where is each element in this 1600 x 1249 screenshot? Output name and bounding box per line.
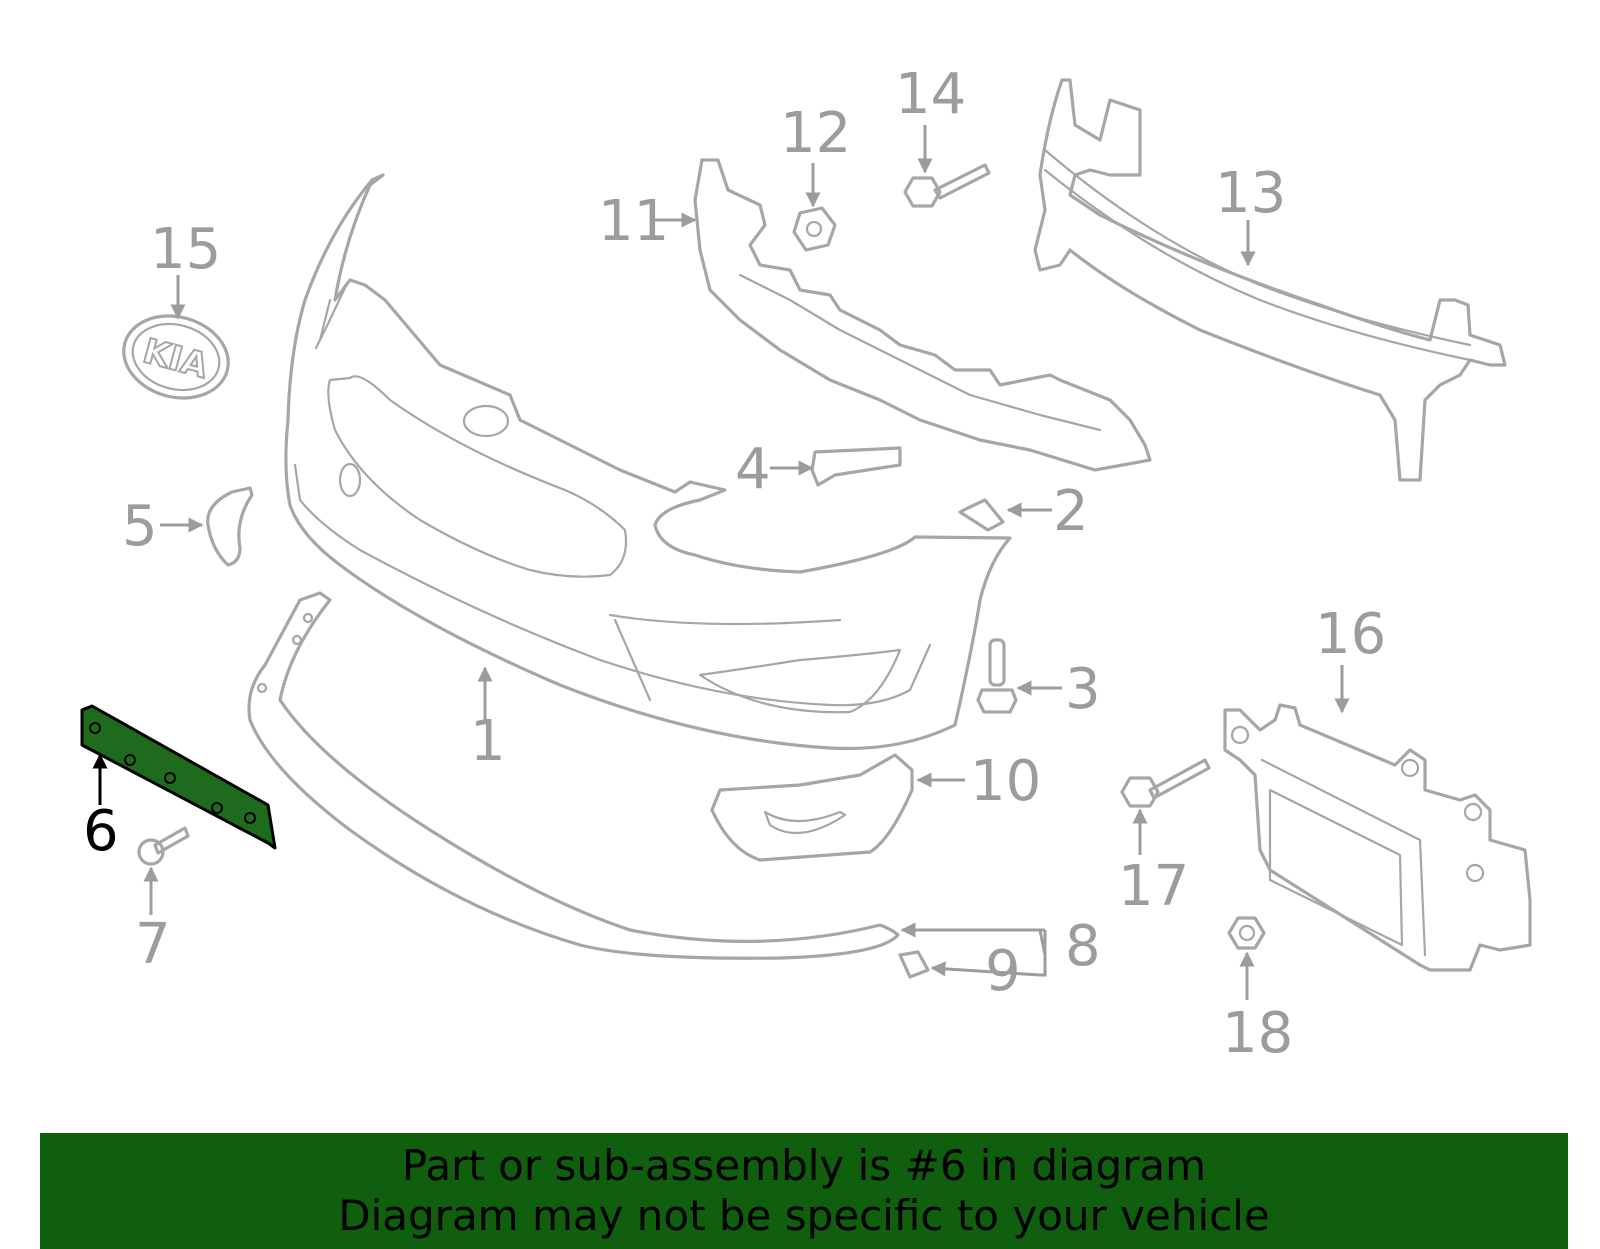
callout-17[interactable]: 17	[1118, 854, 1189, 919]
callout-7[interactable]: 7	[135, 912, 171, 977]
callout-3[interactable]: 3	[1065, 657, 1101, 722]
callout-4[interactable]: 4	[735, 437, 771, 502]
part-12-nut[interactable]	[792, 206, 837, 252]
emblem-text: KIA	[139, 331, 213, 387]
callout-5[interactable]: 5	[122, 494, 158, 559]
part-13-reinforcement-beam[interactable]	[1033, 78, 1507, 482]
callout-2[interactable]: 2	[1053, 479, 1089, 544]
callout-labels: 1 2 3 4 5 6 7 8 9 10 11 12 13 14 15 16 1…	[83, 62, 1386, 1066]
callout-14[interactable]: 14	[895, 62, 966, 127]
leader-lines	[92, 125, 1350, 1000]
part-14-bolt[interactable]	[903, 163, 991, 208]
part-18-nut[interactable]	[1227, 916, 1266, 950]
part-3-bolt[interactable]	[976, 638, 1018, 714]
part-8-lower-lip[interactable]	[247, 591, 900, 960]
callout-10[interactable]: 10	[970, 749, 1041, 814]
part-15-emblem[interactable]: KIA	[114, 305, 237, 410]
callout-11[interactable]: 11	[598, 189, 669, 254]
part-17-bolt[interactable]	[1120, 758, 1211, 808]
part-2-clip[interactable]	[958, 498, 1005, 532]
callout-8[interactable]: 8	[1065, 914, 1101, 979]
part-6-reinforcement-highlighted[interactable]	[80, 704, 277, 850]
callout-6[interactable]: 6	[83, 799, 119, 864]
part-1-bumper-cover[interactable]	[284, 173, 1012, 751]
callout-15[interactable]: 15	[150, 217, 221, 282]
leader-9	[930, 961, 1041, 977]
banner-line-1: Part or sub-assembly is #6 in diagram	[401, 1141, 1207, 1190]
part-10-fog-bezel[interactable]	[710, 753, 914, 862]
callout-16[interactable]: 16	[1315, 602, 1386, 667]
banner-line-2: Diagram may not be specific to your vehi…	[338, 1191, 1270, 1240]
part-9-clip-nut[interactable]	[898, 950, 930, 979]
info-banner: Part or sub-assembly is #6 in diagram Di…	[40, 1133, 1568, 1249]
callout-1[interactable]: 1	[470, 709, 506, 774]
leader-8-bracket	[1040, 930, 1047, 977]
part-16-radar-module[interactable]	[1223, 703, 1532, 972]
part-11-energy-absorber[interactable]	[693, 158, 1152, 472]
callout-12[interactable]: 12	[780, 101, 851, 166]
callout-9[interactable]: 9	[985, 939, 1021, 1004]
callout-13[interactable]: 13	[1215, 161, 1286, 226]
callout-18[interactable]: 18	[1222, 1001, 1293, 1066]
part-5-side-bracket[interactable]	[206, 486, 254, 567]
part-4-bracket[interactable]	[810, 446, 902, 487]
part-7-screw[interactable]	[137, 826, 190, 866]
